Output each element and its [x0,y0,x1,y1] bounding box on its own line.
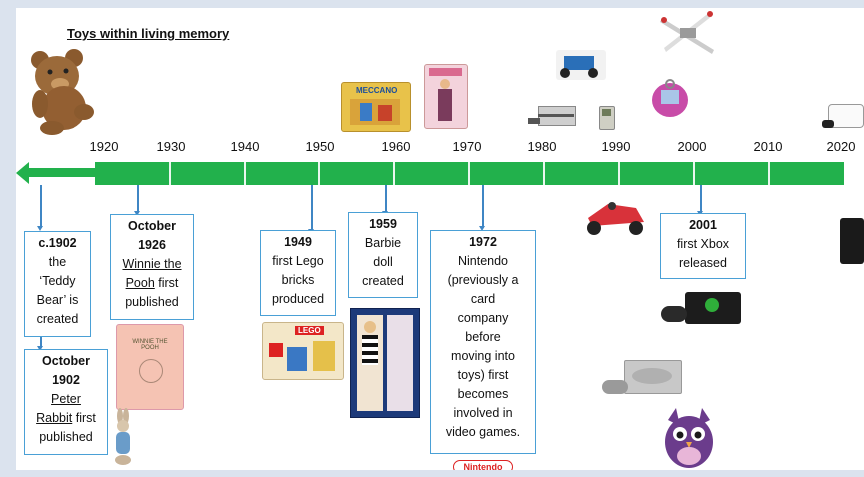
event-text: company [457,311,509,325]
event-title: Pooh [125,276,155,290]
xbox-console-image [661,290,745,332]
event-date: October [42,354,90,368]
event-text: Barbie [364,236,402,250]
timeline-bar [95,162,844,185]
year-label: 1950 [305,139,335,154]
event-text: published [39,430,93,444]
nintendo-logo: Nintendo [453,460,513,470]
connector-teddy [37,185,43,231]
meccano-box-image: MECCANO [341,82,411,132]
furby-toy-image [665,408,713,468]
event-teddy-bear: c.1902 the ‘Teddy Bear’ is created [24,231,91,337]
timeline-arrow-icon [16,162,29,184]
event-text: (previously a [447,273,519,287]
year-label: 1970 [452,139,482,154]
event-text: ‘Teddy [39,274,76,288]
event-text: Nintendo [457,254,509,268]
game-boy-image [599,106,615,130]
event-text: first [154,276,179,290]
pooh-book-image: WINNIE THE POOH [116,324,184,410]
event-nintendo: 1972 Nintendo (previously a card company… [430,230,536,454]
event-text: created [36,312,79,326]
year-label: 1930 [156,139,186,154]
timeline-arrow-stem [24,168,96,177]
ps5-console-image [822,102,864,130]
year-label: 1960 [381,139,411,154]
year-label: 2020 [826,139,856,154]
year-label: 2000 [677,139,707,154]
xbox-series-x-image [840,218,864,264]
event-peter-rabbit: October 1902 Peter Rabbit first publishe… [24,349,108,455]
year-label: 1990 [601,139,631,154]
event-title: Winnie the [122,257,182,271]
event-text: Pooh first [113,274,191,293]
page-title: Toys within living memory [67,26,230,41]
barbie-box-image [350,308,420,418]
event-text: first Lego [272,254,324,268]
event-text: created [362,274,404,288]
event-xbox: 2001 first Xbox released [660,213,746,279]
nes-console-image [528,102,576,128]
connector-xbox [697,185,703,216]
event-text: released [679,256,727,270]
year-label: 1980 [527,139,557,154]
connector-lego [308,185,314,234]
year-label: 1940 [230,139,260,154]
event-text: first Xbox [676,237,730,251]
event-date: 1902 [52,373,80,387]
pooh-book-label: WINNIE THE POOH [132,339,168,351]
event-text: video games. [445,425,521,439]
event-date: 2001 [689,218,717,232]
event-lego: 1949 first Lego bricks produced [260,230,336,316]
year-label: 2010 [753,139,783,154]
event-text: first [72,411,96,425]
event-text: involved in [453,406,513,420]
buggy-toy-image [587,202,644,235]
event-text: the [48,255,67,269]
event-date: 1926 [138,238,166,252]
event-text: bricks [281,273,315,287]
event-text: produced [271,292,325,306]
robot-toy-image [556,50,606,80]
event-text: before [465,330,501,344]
event-date: October [128,219,176,233]
event-winnie-the-pooh: October 1926 Winnie the Pooh first publi… [110,214,194,320]
event-title: Rabbit [36,411,73,425]
connector-nintendo [479,185,485,231]
year-label: 1920 [89,139,119,154]
event-date: 1949 [284,235,312,249]
event-text: Bear’ is [36,293,79,307]
event-date: c.1902 [38,236,77,250]
event-text: toys) first [457,368,509,382]
event-title: Peter [51,392,81,406]
meccano-label: MECCANO [356,86,398,95]
peter-rabbit-image [115,408,131,465]
x-wing-toy-image [660,11,714,54]
event-barbie: 1959 Barbie doll created [348,212,418,298]
event-text: doll [373,255,393,269]
playstation-console-image [602,356,682,404]
sindy-doll-box-image [424,64,468,129]
connector-pooh [134,185,140,216]
slide: Toys within living memory MECCANO [16,8,864,470]
event-text: card [470,292,496,306]
event-text: moving into [451,349,515,363]
event-text: published [125,295,179,309]
connector-rabbit [37,336,43,351]
lego-box-image: LEGO [262,322,344,380]
connector-barbie [382,185,388,216]
lego-label: LEGO [295,326,324,335]
tamagotchi-image [652,79,688,117]
teddy-bear-image [31,49,94,135]
event-date: 1972 [469,235,497,249]
event-text: becomes [457,387,509,401]
event-date: 1959 [369,217,397,231]
event-text: Rabbit first [27,409,105,428]
